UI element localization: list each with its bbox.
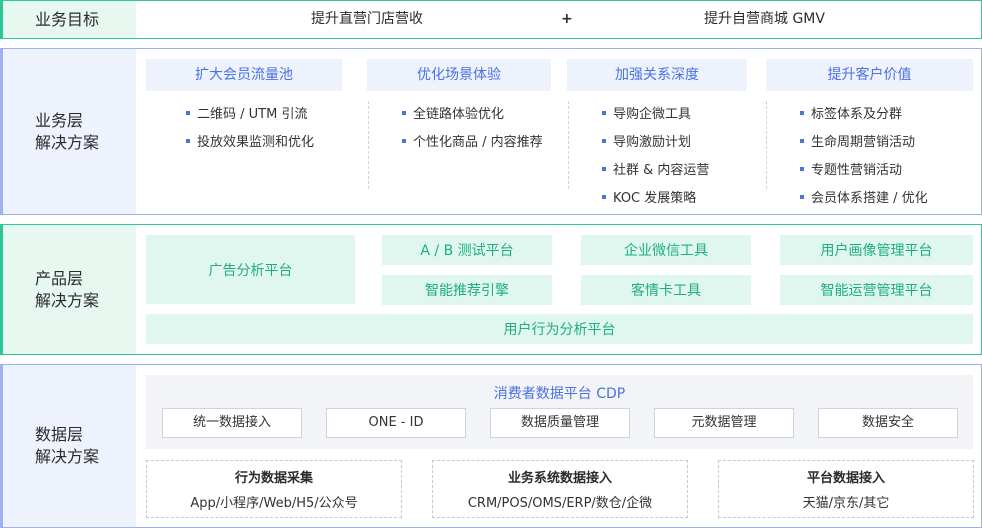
- biz-column-relationship: 导购企微工具 导购激励计划 社群 & 内容运营 KOC 发展策略: [602, 101, 709, 213]
- cdp-item-metadata: 元数据管理: [654, 408, 794, 438]
- source-behavior-collection: 行为数据采集 App/小程序/Web/H5/公众号: [146, 460, 402, 518]
- source-platform: 平台数据接入 天猫/京东/其它: [718, 460, 974, 518]
- data-layer-label-line2: 解决方案: [35, 447, 100, 466]
- product-layer-row: 产品层 解决方案 广告分析平台 A / B 测试平台 智能推荐引擎 企业微信工具…: [0, 224, 982, 355]
- ad-analysis-platform: 广告分析平台: [146, 235, 355, 304]
- list-item: KOC 发展策略: [602, 185, 709, 213]
- cdp-item-unified-ingest: 统一数据接入: [162, 408, 302, 438]
- bullet-icon: [800, 166, 804, 171]
- cdp-item-data-security: 数据安全: [818, 408, 958, 438]
- smart-ops-platform: 智能运营管理平台: [780, 275, 973, 305]
- business-layer-row: 业务层 解决方案 扩大会员流量池 优化场景体验 加强关系深度 提升客户价值 二维…: [0, 48, 982, 215]
- data-layer-label: 数据层 解决方案: [3, 365, 136, 527]
- business-layer-label-line1: 业务层: [35, 110, 84, 130]
- column-divider: [568, 101, 569, 189]
- bullet-icon: [602, 110, 606, 115]
- product-layer-label-line2: 解决方案: [35, 290, 100, 310]
- user-portrait-platform: 用户画像管理平台: [780, 235, 973, 265]
- source-title: 行为数据采集: [234, 471, 313, 486]
- wecom-tool: 企业微信工具: [581, 235, 751, 265]
- ab-test-platform: A / B 测试平台: [382, 235, 552, 265]
- bullet-icon: [602, 166, 606, 171]
- list-item: 投放效果监测和优化: [186, 129, 314, 157]
- list-item: 导购企微工具: [602, 101, 709, 129]
- goal-mall-gmv: 提升自营商城 GMV: [704, 11, 825, 27]
- customer-card-tool: 客情卡工具: [581, 275, 751, 305]
- bullet-icon: [186, 110, 190, 115]
- bullet-icon: [800, 194, 804, 199]
- source-business-system: 业务系统数据接入 CRM/POS/OMS/ERP/数仓/企微: [432, 460, 688, 518]
- cdp-title: 消费者数据平台 CDP: [493, 386, 626, 402]
- column-divider: [368, 101, 369, 189]
- business-goals-label: 业务目标: [3, 1, 136, 38]
- business-goals-body: 提升直营门店营收 + 提升自营商城 GMV: [136, 1, 981, 38]
- user-behavior-platform: 用户行为分析平台: [146, 314, 973, 344]
- source-desc: 天猫/京东/其它: [802, 496, 890, 511]
- goal-plus-sign: +: [561, 11, 573, 27]
- cdp-item-data-quality: 数据质量管理: [490, 408, 630, 438]
- list-item: 标签体系及分群: [800, 101, 928, 129]
- biz-column-traffic: 二维码 / UTM 引流 投放效果监测和优化: [186, 101, 314, 157]
- product-layer-body: 广告分析平台 A / B 测试平台 智能推荐引擎 企业微信工具 客情卡工具 用户…: [136, 225, 981, 354]
- list-item: 专题性营销活动: [800, 157, 928, 185]
- biz-column-title-customer-value: 提升客户价值: [766, 59, 973, 91]
- bullet-icon: [602, 194, 606, 199]
- list-item: 会员体系搭建 / 优化: [800, 185, 928, 213]
- biz-column-title-relationship: 加强关系深度: [567, 59, 747, 91]
- biz-column-title-experience: 优化场景体验: [367, 59, 551, 91]
- data-layer-body: 消费者数据平台 CDP 统一数据接入 ONE - ID 数据质量管理 元数据管理…: [136, 365, 981, 527]
- business-layer-label-line2: 解决方案: [35, 132, 100, 152]
- business-layer-label: 业务层 解决方案: [3, 49, 136, 214]
- goal-store-revenue: 提升直营门店营收: [311, 11, 423, 27]
- business-layer-body: 扩大会员流量池 优化场景体验 加强关系深度 提升客户价值 二维码 / UTM 引…: [136, 49, 981, 214]
- biz-column-title-traffic: 扩大会员流量池: [146, 59, 342, 91]
- list-item: 二维码 / UTM 引流: [186, 101, 314, 129]
- product-layer-label: 产品层 解决方案: [3, 225, 136, 354]
- cdp-panel: 消费者数据平台 CDP 统一数据接入 ONE - ID 数据质量管理 元数据管理…: [146, 375, 973, 449]
- list-item: 导购激励计划: [602, 129, 709, 157]
- bullet-icon: [602, 138, 606, 143]
- data-layer-row: 数据层 解决方案 消费者数据平台 CDP 统一数据接入 ONE - ID 数据质…: [0, 364, 982, 528]
- list-item: 个性化商品 / 内容推荐: [402, 129, 543, 157]
- source-title: 平台数据接入: [806, 471, 885, 486]
- business-goals-row: 业务目标 提升直营门店营收 + 提升自营商城 GMV: [0, 0, 982, 39]
- bullet-icon: [800, 110, 804, 115]
- biz-column-experience: 全链路体验优化 个性化商品 / 内容推荐: [402, 101, 543, 157]
- column-divider: [766, 101, 767, 189]
- bullet-icon: [800, 138, 804, 143]
- recommendation-engine: 智能推荐引擎: [382, 275, 552, 305]
- product-layer-label-line1: 产品层: [35, 268, 84, 288]
- list-item: 全链路体验优化: [402, 101, 543, 129]
- list-item: 社群 & 内容运营: [602, 157, 709, 185]
- biz-column-customer-value: 标签体系及分群 生命周期营销活动 专题性营销活动 会员体系搭建 / 优化: [800, 101, 928, 213]
- bullet-icon: [402, 110, 406, 115]
- source-title: 业务系统数据接入: [507, 471, 612, 486]
- source-desc: App/小程序/Web/H5/公众号: [190, 496, 358, 511]
- bullet-icon: [402, 138, 406, 143]
- data-layer-label-line1: 数据层: [35, 425, 84, 444]
- source-desc: CRM/POS/OMS/ERP/数仓/企微: [467, 496, 653, 511]
- bullet-icon: [186, 138, 190, 143]
- cdp-item-one-id: ONE - ID: [326, 408, 466, 438]
- list-item: 生命周期营销活动: [800, 129, 928, 157]
